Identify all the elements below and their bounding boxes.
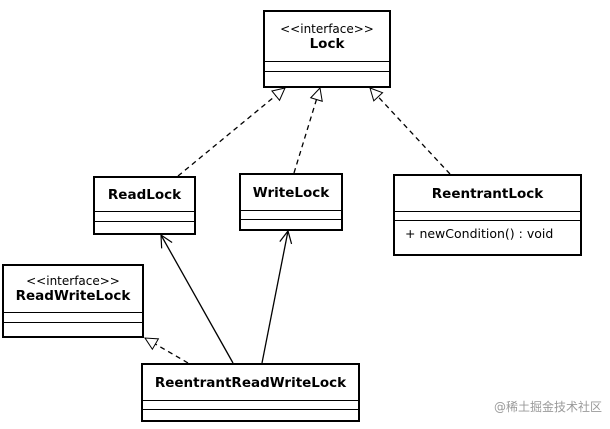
watermark-text: @稀土掘金技术社区 (493, 400, 602, 414)
association-rrwlock-to-writelock (261, 231, 288, 364)
stereotype-label: <<interface>> (280, 21, 374, 36)
class-box-reentrantreadwritelock: ReentrantReadWriteLock (141, 363, 360, 422)
attributes-compartment (395, 212, 580, 221)
realization-writelock-to-lock (293, 88, 320, 174)
attributes-compartment (265, 62, 389, 72)
class-header: <<interface>> Lock (265, 12, 389, 62)
class-box-lock: <<interface>> Lock (263, 10, 391, 88)
class-header: ReentrantLock (395, 176, 580, 212)
class-box-reentrantlock: ReentrantLock + newCondition() : void (393, 174, 582, 256)
realization-reentrantlock-to-lock (370, 88, 451, 175)
operations-compartment (265, 72, 389, 86)
class-header: ReadLock (95, 178, 194, 212)
class-name: ReentrantReadWriteLock (154, 374, 347, 391)
operations-compartment (241, 220, 341, 229)
class-name: ReadLock (107, 186, 182, 203)
class-name: ReentrantLock (431, 185, 544, 202)
attributes-compartment (95, 212, 194, 222)
class-box-writelock: WriteLock (239, 173, 343, 231)
class-header: <<interface>> ReadWriteLock (4, 266, 142, 313)
operations-compartment: + newCondition() : void (395, 221, 580, 254)
class-box-readlock: ReadLock (93, 176, 196, 235)
class-box-readwritelock: <<interface>> ReadWriteLock (2, 264, 144, 338)
stereotype-label: <<interface>> (26, 274, 120, 288)
attributes-compartment (143, 401, 358, 410)
attributes-compartment (241, 211, 341, 220)
class-header: ReentrantReadWriteLock (143, 365, 358, 401)
class-name: Lock (309, 35, 345, 52)
operations-compartment (4, 323, 142, 336)
operations-compartment (143, 410, 358, 420)
operation-new-condition: + newCondition() : void (405, 226, 554, 241)
class-name: ReadWriteLock (15, 288, 131, 304)
association-rrwlock-to-readlock (161, 235, 234, 364)
realization-rrwlock-to-readwritelock (145, 338, 189, 364)
class-name: WriteLock (252, 184, 330, 201)
realization-readlock-to-lock (177, 88, 285, 177)
attributes-compartment (4, 313, 142, 323)
operations-compartment (95, 222, 194, 233)
class-header: WriteLock (241, 175, 341, 211)
